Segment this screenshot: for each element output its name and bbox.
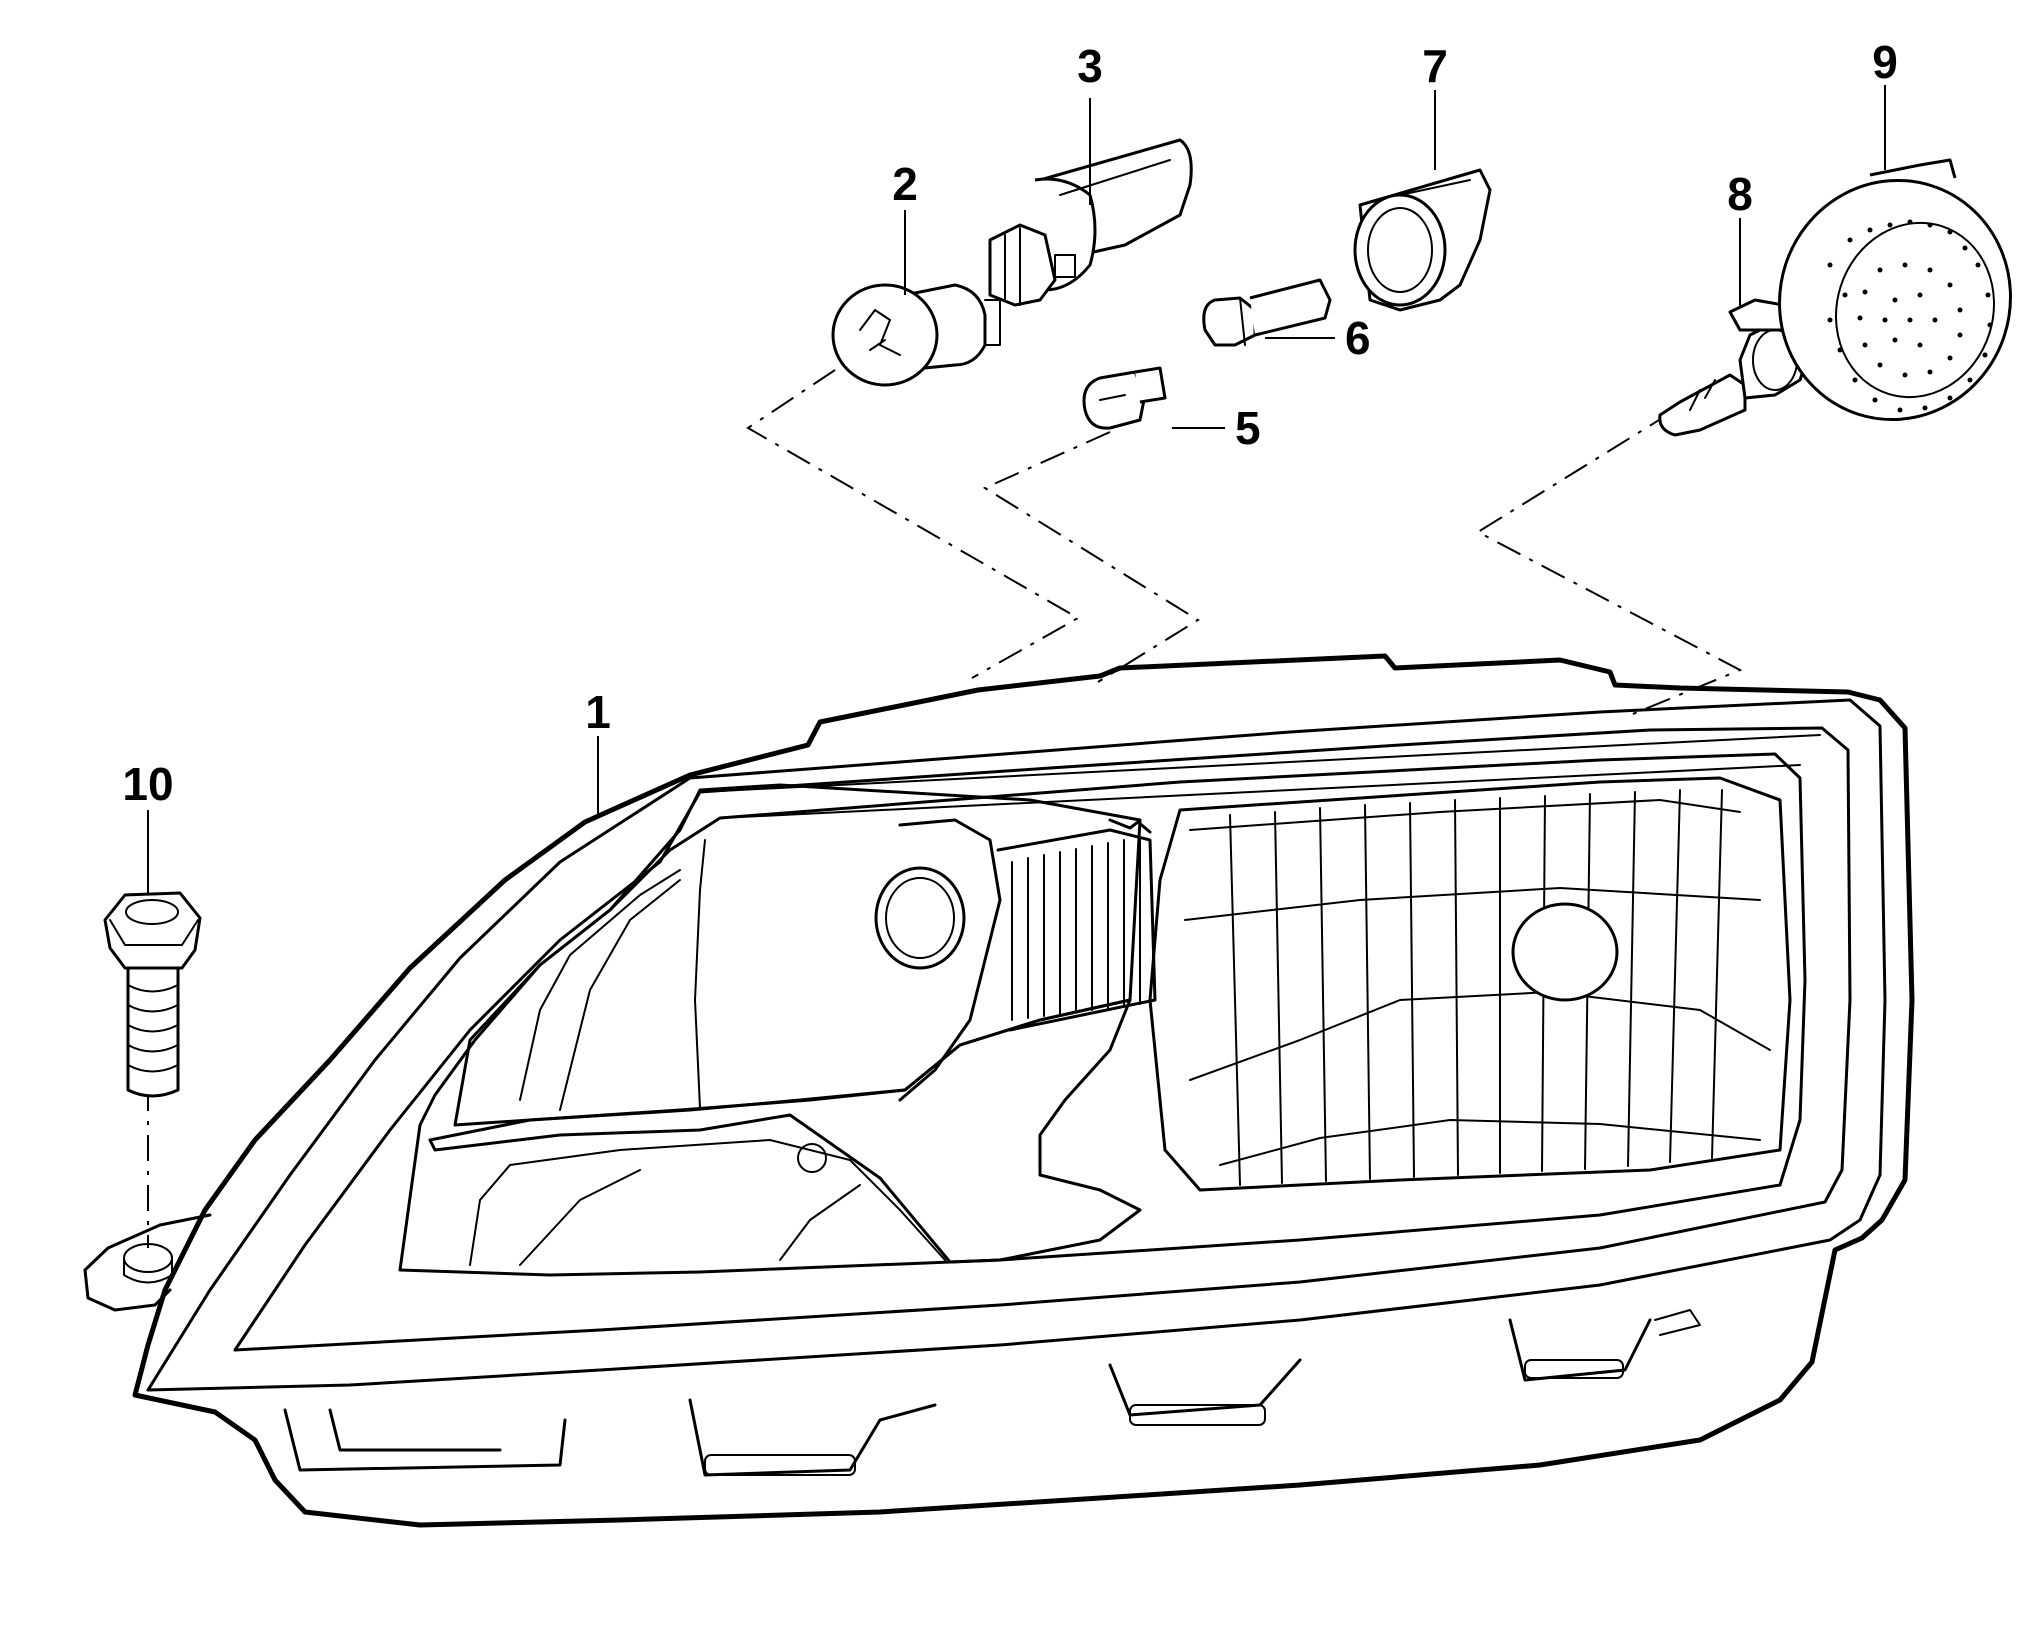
- part-label-8: 8: [1727, 168, 1753, 220]
- part-label-6: 6: [1345, 312, 1371, 364]
- projector-lens: [874, 866, 966, 970]
- part-label-5: 5: [1235, 402, 1261, 454]
- socket-part-3: [988, 138, 1193, 307]
- cover-part-9: [1778, 158, 2012, 422]
- cap-part-7: [1353, 168, 1492, 312]
- part-label-9: 9: [1872, 36, 1898, 88]
- part-label-10: 10: [122, 758, 173, 810]
- headlight-housing: [83, 653, 1915, 1528]
- low-beam-reflector-bulb-hole: [1511, 902, 1619, 1002]
- bolt-part-10: [103, 891, 202, 1098]
- bulb-part-5: [1082, 366, 1167, 430]
- part-label-7: 7: [1422, 40, 1448, 92]
- part-label-1: 1: [585, 686, 611, 738]
- socket-part-6: [1202, 278, 1332, 347]
- part-label-3: 3: [1077, 40, 1103, 92]
- part-labels: 1 2 3 5 6 7 8 9 10: [122, 36, 1897, 810]
- part-label-2: 2: [892, 158, 918, 210]
- leader-lines: [147, 85, 1886, 893]
- assembly-lines: [147, 369, 1743, 1248]
- bulb-part-2: [831, 283, 1001, 387]
